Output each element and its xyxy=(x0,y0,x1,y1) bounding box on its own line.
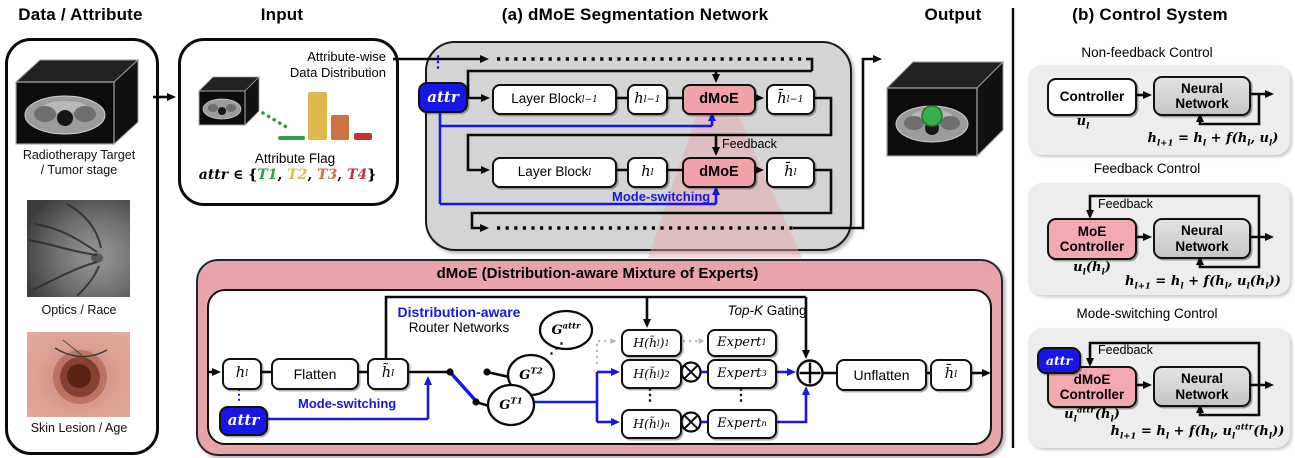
router-label-line2: Router Networks xyxy=(408,320,510,335)
gate-t1-label: GT1 xyxy=(499,396,523,413)
gating-score-2-box: H(h̃l)2 xyxy=(621,359,682,389)
equation-3: hl+1 = hl + f(hl, ulattr(hl)) xyxy=(1110,422,1285,442)
header-input: Input xyxy=(260,5,304,24)
ct-volume-image xyxy=(14,58,140,146)
input-volume-thumbnail xyxy=(198,76,260,126)
gating-score-n-box: H(h̃l)n xyxy=(621,409,682,439)
hbar-box: h̄l xyxy=(766,157,815,188)
router-label-line1: Distribution-aware xyxy=(397,304,521,320)
fundus-caption: Optics / Race xyxy=(41,303,117,317)
gating-score-1-box: H(h̃l)1 xyxy=(621,329,682,357)
detail-attr-box: attr xyxy=(219,406,268,436)
header-network: (a) dMoE Segmentation Network xyxy=(501,5,769,24)
controller-box: Controller xyxy=(1047,78,1137,116)
control-panel-1-title: Non-feedback Control xyxy=(1081,45,1213,60)
equation-1: hl+1 = hl + f(hl, ul) xyxy=(1147,131,1279,149)
mode-switching-label-a: Mode-switching xyxy=(612,189,711,204)
header-control-system: (b) Control System xyxy=(1072,5,1228,24)
equation-2: hl+1 = hl + f(hl, ul(hl)) xyxy=(1125,274,1281,292)
header-data-attribute: Data / Attribute xyxy=(18,5,143,24)
h-tilde-box: h̃l xyxy=(367,358,409,390)
flatten-box: Flatten xyxy=(271,358,359,390)
segmentation-mask xyxy=(921,105,943,127)
detail-hbar-out-box: h̄l xyxy=(930,359,972,391)
diagonal-dots-gates: ⋰ xyxy=(549,340,564,357)
ct-caption: Radiotherapy Target/ Tumor stage xyxy=(22,148,136,178)
vertical-dots-detail-attr: ⋮ xyxy=(232,386,246,402)
attribute-flag-expression: attr ∈ {T1, T2, T3, T4} xyxy=(198,167,377,183)
router-networks-label: Distribution-aware Router Networks xyxy=(393,304,525,335)
control-attr-box: attr xyxy=(1037,347,1081,374)
attr-flag-box: attr xyxy=(418,82,468,113)
header-output: Output xyxy=(924,5,982,24)
distribution-bars xyxy=(278,92,372,140)
topk-gating-label: Top-K Gating xyxy=(727,303,807,318)
output-volume-image xyxy=(885,60,1005,158)
gate-attr-label: Gattr xyxy=(551,321,581,338)
skin-caption: Skin Lesion / Age xyxy=(30,421,128,435)
dmoe-block-prev: dMoE xyxy=(682,84,756,115)
mode-switching-label-detail: Mode-switching xyxy=(298,396,397,411)
control-panel-2-title: Feedback Control xyxy=(1093,161,1201,176)
control-signal-2: ul(hl) xyxy=(1073,260,1111,278)
feedback-label-3: Feedback xyxy=(1098,343,1153,357)
control-signal-3: ulattr(hl) xyxy=(1064,405,1120,425)
skin-lesion-image xyxy=(27,332,130,417)
hbar-prev-box: h̄l−1 xyxy=(766,84,815,115)
control-signal-1: ul xyxy=(1076,114,1090,132)
unflatten-box: Unflatten xyxy=(836,359,927,391)
dmoe-detail-title: dMoE (Distribution-aware Mixture of Expe… xyxy=(436,265,759,282)
segmentation-network-panel xyxy=(425,41,852,251)
vertical-dots-experts: ⋮ xyxy=(733,387,749,404)
fundus-image xyxy=(27,200,130,297)
dmoe-block: dMoE xyxy=(682,157,756,188)
bar-T1 xyxy=(278,136,305,140)
bar-T3 xyxy=(331,115,349,140)
feedback-label-a: Feedback xyxy=(722,137,777,151)
vertical-dots-attr: ⋮ xyxy=(430,54,446,71)
control-panel-3-title: Mode-switching Control xyxy=(1076,306,1218,321)
attribute-flag-label: Attribute Flag xyxy=(254,151,336,166)
feedback-label-2: Feedback xyxy=(1098,197,1153,211)
bar-T4 xyxy=(354,133,372,140)
gate-t2-label: GT2 xyxy=(519,366,543,383)
vertical-dots-gating: ⋮ xyxy=(642,387,658,404)
bar-T2 xyxy=(308,92,327,140)
